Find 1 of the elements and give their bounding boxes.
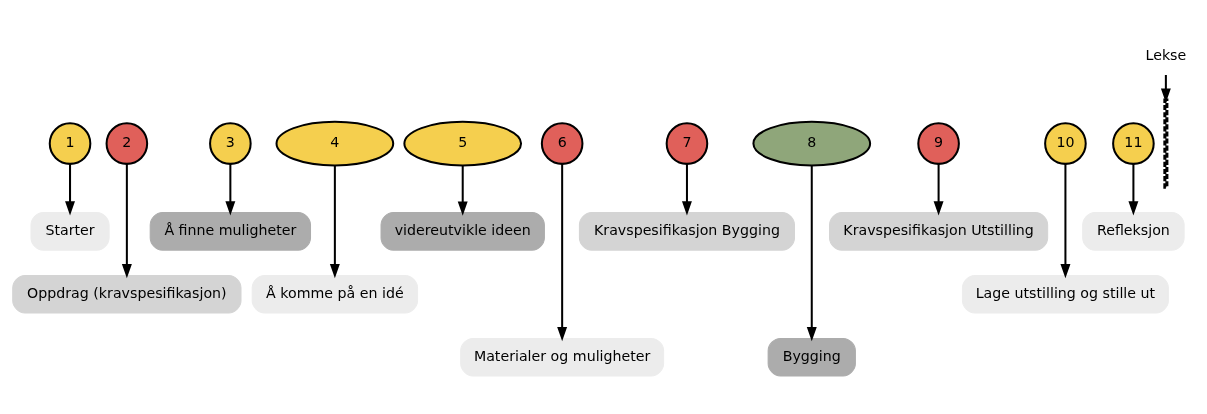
node-text: Lekse bbox=[1145, 47, 1187, 64]
